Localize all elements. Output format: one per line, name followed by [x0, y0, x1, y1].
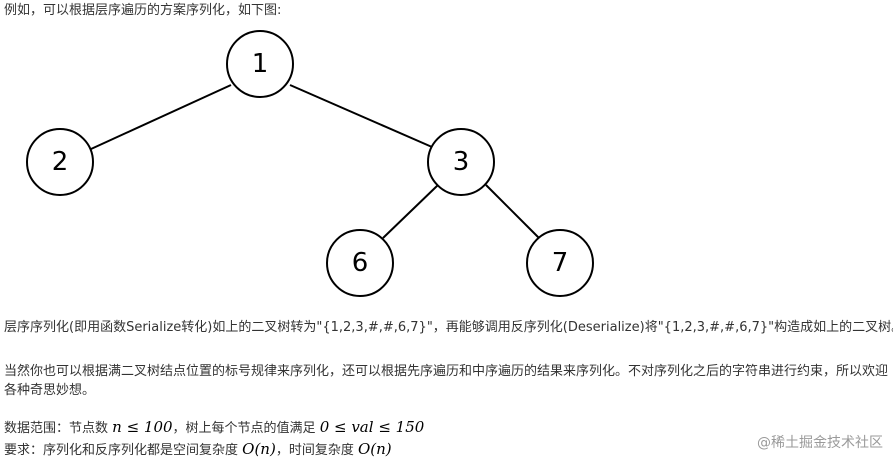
tree-node-1: 1 [226, 30, 294, 98]
data-range-prefix: 数据范围：节点数 [4, 421, 113, 436]
tree-node-2: 2 [26, 128, 94, 196]
data-range-middle: ，树上每个节点的值满足 [172, 421, 320, 436]
requirement-prefix: 要求：序列化和反序列化都是空间复杂度 [4, 443, 243, 458]
serialize-description: 层序序列化(即用函数Serialize转化)如上的二叉树转为"{1,2,3,#,… [4, 320, 893, 335]
space-complexity: O(n) [242, 440, 276, 458]
edge-3-6 [382, 184, 439, 239]
tree-node-7: 7 [526, 229, 594, 297]
node-label-7: 7 [552, 248, 569, 278]
intro-text: 例如，可以根据层序遍历的方案序列化，如下图: [4, 3, 282, 18]
node-label-6: 6 [352, 248, 369, 278]
edge-3-7 [485, 184, 540, 239]
edge-1-3 [289, 84, 433, 148]
node-label-3: 3 [453, 147, 470, 177]
serialize-alternatives: 当然你也可以根据满二叉树结点位置的标号规律来序列化，还可以根据先序遍历和中序遍历… [4, 364, 889, 398]
tree-node-6: 6 [326, 229, 394, 297]
data-range: 数据范围：节点数 n ≤ 100，树上每个节点的值满足 0 ≤ val ≤ 15… [4, 418, 424, 438]
requirement-middle: ，时间复杂度 [275, 443, 358, 458]
watermark: @稀土掘金技术社区 [757, 435, 883, 451]
time-complexity: O(n) [357, 440, 392, 458]
edge-1-2 [90, 84, 232, 150]
requirement: 要求：序列化和反序列化都是空间复杂度 O(n)，时间复杂度 O(n) [4, 440, 392, 460]
node-count-constraint: n ≤ 100 [112, 418, 173, 436]
value-constraint: 0 ≤ val ≤ 150 [319, 418, 425, 436]
node-label-2: 2 [52, 147, 69, 177]
node-label-1: 1 [252, 49, 269, 79]
tree-node-3: 3 [427, 128, 495, 196]
binary-tree-diagram: 1 2 3 6 7 [26, 30, 594, 297]
